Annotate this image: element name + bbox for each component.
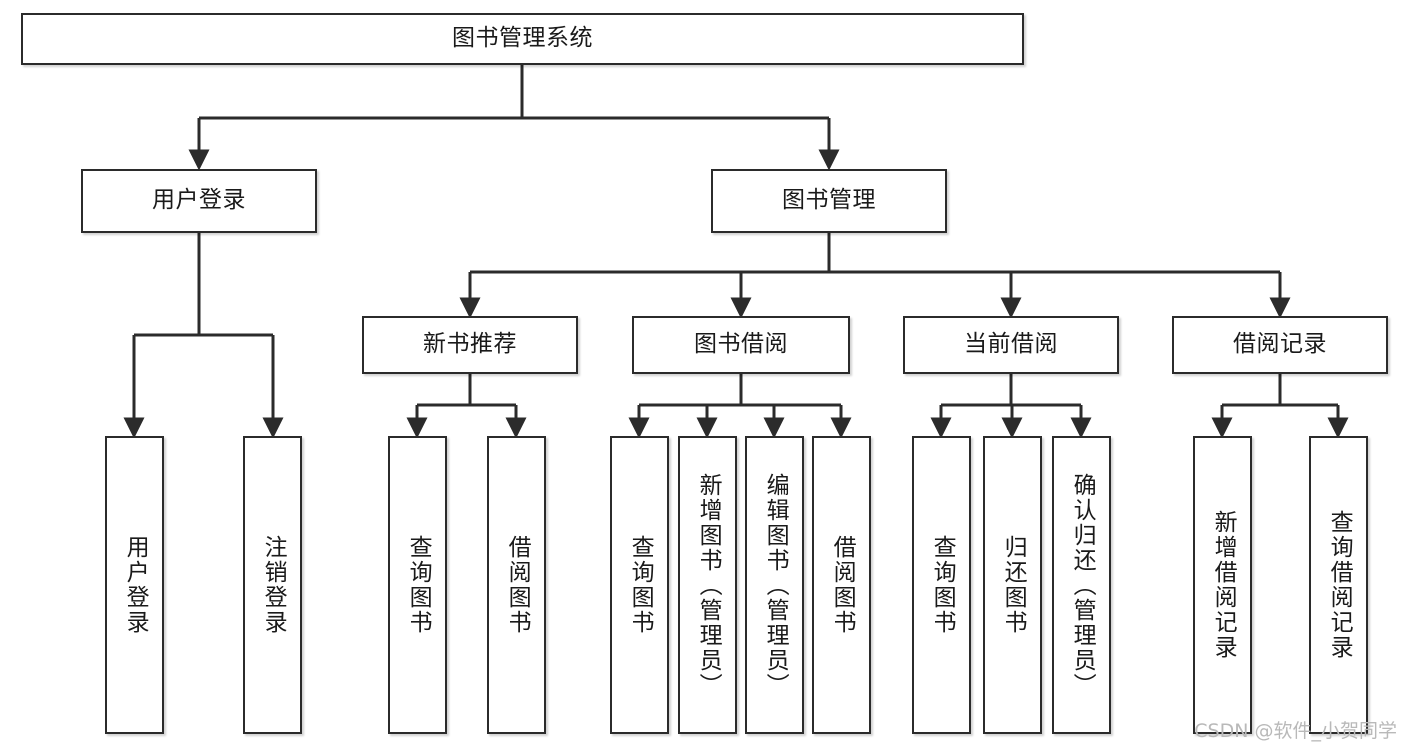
node-book-borrow-label: 图书借阅 — [694, 331, 788, 358]
leaf-user-login[interactable]: 用户登录 — [105, 436, 164, 734]
leaf-borrow-add-book-label: 新增图书（管理员） — [695, 472, 722, 698]
node-new-book-recommend[interactable]: 新书推荐 — [362, 316, 578, 374]
leaf-new-borrow-book[interactable]: 借阅图书 — [487, 436, 546, 734]
leaf-new-query-book[interactable]: 查询图书 — [388, 436, 447, 734]
node-book-manage[interactable]: 图书管理 — [711, 169, 947, 233]
leaf-borrow-query-book-label: 查询图书 — [627, 535, 654, 635]
leaf-borrow-query-book[interactable]: 查询图书 — [610, 436, 669, 734]
leaf-new-query-book-label: 查询图书 — [405, 535, 432, 635]
node-borrow-record[interactable]: 借阅记录 — [1172, 316, 1388, 374]
node-current-borrow[interactable]: 当前借阅 — [903, 316, 1119, 374]
leaf-record-add-label: 新增借阅记录 — [1210, 510, 1237, 660]
leaf-borrow-edit-book[interactable]: 编辑图书（管理员） — [745, 436, 804, 734]
leaf-user-login-label: 用户登录 — [122, 535, 149, 635]
leaf-current-query-book-label: 查询图书 — [929, 535, 956, 635]
leaf-borrow-add-book[interactable]: 新增图书（管理员） — [678, 436, 737, 734]
leaf-new-borrow-book-label: 借阅图书 — [504, 535, 531, 635]
node-borrow-record-label: 借阅记录 — [1233, 331, 1327, 358]
leaf-user-logout-label: 注销登录 — [260, 535, 287, 635]
node-user-login[interactable]: 用户登录 — [81, 169, 317, 233]
leaf-current-return-book-label: 归还图书 — [1000, 535, 1027, 635]
leaf-user-logout[interactable]: 注销登录 — [243, 436, 302, 734]
leaf-record-query-label: 查询借阅记录 — [1326, 510, 1353, 660]
leaf-borrow-edit-book-label: 编辑图书（管理员） — [762, 472, 789, 698]
leaf-borrow-borrow-book[interactable]: 借阅图书 — [812, 436, 871, 734]
leaf-current-query-book[interactable]: 查询图书 — [912, 436, 971, 734]
node-root-label: 图书管理系统 — [452, 25, 593, 52]
leaf-current-return-book[interactable]: 归还图书 — [983, 436, 1042, 734]
leaf-borrow-borrow-book-label: 借阅图书 — [829, 535, 856, 635]
leaf-record-query[interactable]: 查询借阅记录 — [1309, 436, 1368, 734]
leaf-current-confirm-return[interactable]: 确认归还（管理员） — [1052, 436, 1111, 734]
leaf-record-add[interactable]: 新增借阅记录 — [1193, 436, 1252, 734]
node-user-login-label: 用户登录 — [152, 187, 246, 214]
node-new-book-recommend-label: 新书推荐 — [423, 331, 517, 358]
node-root[interactable]: 图书管理系统 — [21, 13, 1024, 65]
leaf-current-confirm-return-label: 确认归还（管理员） — [1069, 472, 1096, 698]
node-book-borrow[interactable]: 图书借阅 — [632, 316, 850, 374]
node-current-borrow-label: 当前借阅 — [964, 331, 1058, 358]
node-book-manage-label: 图书管理 — [782, 187, 876, 214]
